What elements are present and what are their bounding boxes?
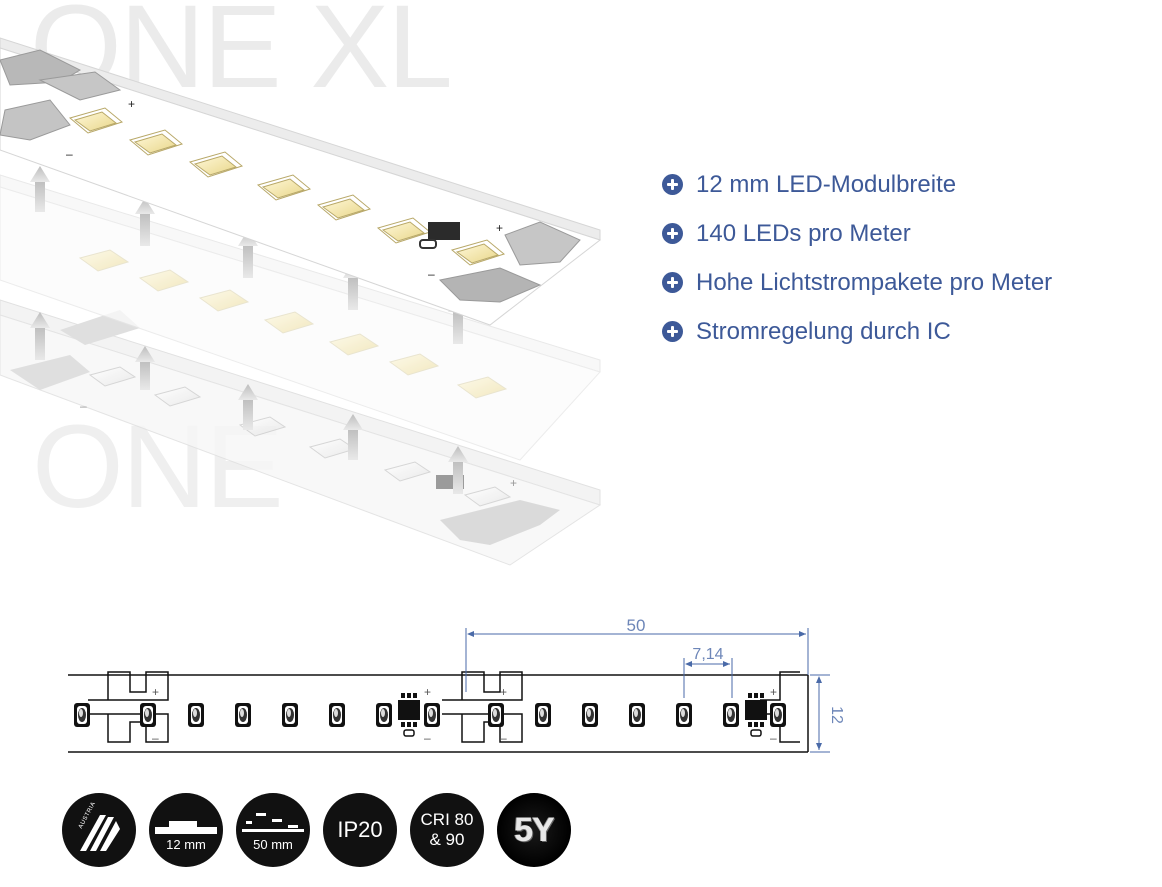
cut-length-badge: 50 mm [236,793,310,867]
diagram-minus: – [500,731,507,745]
strip-dimension-drawing: + – + – + – + – 50 7,14 12 [68,616,845,753]
plus-circle-icon [662,321,683,342]
diagram-minus: – [424,731,431,745]
cri-line-2: & 90 [429,830,465,849]
feature-item: Hohe Lichtstrompakete pro Meter [662,258,1052,307]
feature-item: Stromregelung durch IC [662,307,1052,356]
driver-ic [397,692,421,737]
cut-length-label: 50 mm [253,837,293,852]
cut-length-icon [242,813,304,832]
plus-circle-icon [662,223,683,244]
polarity-minus-right: – [428,267,435,281]
dimension-segment-length: 50 [627,616,646,635]
spec-badges: AUSTRIA 12 mm 50 mm IP20 CRI 80 & 90 5Y [62,793,571,867]
plus-circle-icon [662,174,683,195]
diagram-leds [74,703,786,727]
polarity-plus-left: + [128,97,135,111]
feature-item: 140 LEDs pro Meter [662,209,1052,258]
polarity-minus-left: – [66,147,73,161]
strip-one: + – [0,299,602,566]
dimension-strip-width: 12 [828,706,845,724]
polarity-minus-one: – [80,399,87,413]
plus-circle-icon [662,272,683,293]
diagram-plus: + [500,685,507,699]
feature-label: Stromregelung durch IC [696,317,951,345]
feature-label: Hohe Lichtstrompakete pro Meter [696,268,1053,296]
feature-label: 12 mm LED-Modulbreite [696,170,957,198]
diagram-minus: – [770,731,777,745]
diagram-plus: + [424,685,431,699]
ip-rating-label: IP20 [337,817,383,842]
made-in-austria-badge: AUSTRIA [62,793,136,867]
polarity-plus-one: + [510,476,517,490]
warranty-badge: 5Y [497,793,571,867]
feature-list: 12 mm LED-Modulbreite 140 LEDs pro Meter… [662,160,1052,356]
diagram-plus: + [152,685,159,699]
feature-label: 140 LEDs pro Meter [696,219,911,247]
explode-arrows [30,166,468,494]
diagram-plus: + [770,685,777,699]
warranty-label: 5Y [514,810,555,849]
polarity-plus-right: + [496,221,503,235]
width-badge: 12 mm [149,793,223,867]
feature-item: 12 mm LED-Modulbreite [662,160,1052,209]
diagram-minus: – [152,731,159,745]
brand-logo-icon [80,815,120,851]
cri-badge: CRI 80 & 90 [410,793,484,867]
cri-line-1: CRI 80 [420,810,474,829]
strip-width-icon [155,821,217,834]
hero-strip-illustration: + – [0,37,602,566]
strip-one-xl: + – + – [0,37,602,326]
width-label: 12 mm [166,837,206,852]
ip-rating-badge: IP20 [323,793,397,867]
dimension-led-pitch: 7,14 [692,646,723,663]
